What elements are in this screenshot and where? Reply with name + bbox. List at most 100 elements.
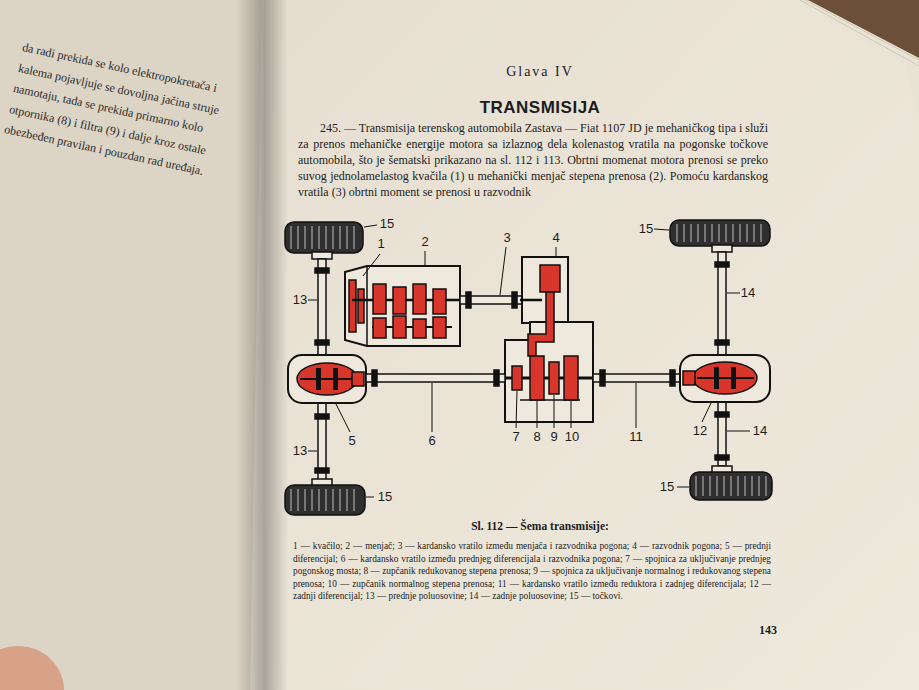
callout-number: 14	[753, 424, 767, 438]
callout-number: 12	[693, 424, 707, 438]
gearbox	[373, 318, 386, 338]
callout-number: 6	[428, 434, 435, 448]
transmission-illustration	[285, 220, 772, 515]
left-page	[0, 0, 268, 690]
front-propeller-shaft	[366, 370, 505, 386]
rear-half-shaft	[715, 455, 729, 460]
callout-number: 2	[421, 235, 428, 249]
leader-line	[432, 383, 433, 432]
callout-number: 15	[660, 480, 674, 494]
right-page	[250, 0, 919, 690]
leader-line	[727, 293, 740, 294]
leader-line	[537, 401, 538, 428]
leader-line	[571, 401, 572, 428]
callout-number: 13	[293, 293, 307, 307]
rear-propeller-shaft	[670, 370, 675, 386]
transfer-case	[549, 362, 559, 394]
rear-top-wheel	[670, 220, 770, 246]
gearbox	[373, 284, 386, 314]
gearbox	[413, 284, 426, 314]
front-differential	[288, 355, 366, 403]
callout-number: 14	[741, 286, 755, 300]
callout-number: 4	[552, 231, 559, 245]
rear-differential	[680, 355, 770, 402]
front-half-shaft	[315, 468, 329, 473]
transfer-case	[520, 299, 542, 302]
rear-top-wheel	[676, 224, 764, 242]
front-top-wheel	[285, 222, 363, 259]
leader-line	[364, 225, 377, 227]
front-propeller-shaft	[494, 370, 499, 386]
transfer-case	[522, 257, 568, 323]
rear-bottom-wheel	[690, 472, 772, 500]
leader-line	[308, 300, 317, 301]
rear-bottom-wheel	[695, 476, 767, 496]
leader-line	[308, 451, 317, 452]
callout-number: 15	[380, 217, 394, 231]
gearbox	[433, 317, 446, 338]
rear-differential	[680, 355, 770, 402]
callout-number: 7	[512, 430, 519, 444]
front-propeller-shaft	[366, 374, 505, 382]
rear-bottom-wheel	[690, 466, 772, 500]
front-half-shaft	[315, 414, 329, 419]
rear-differential	[683, 371, 695, 385]
front-top-wheel	[312, 252, 332, 259]
leader-line	[636, 383, 637, 428]
thumb	[0, 646, 64, 690]
figure-key: 1 — kvačilo; 2 — menjač; 3 — kardansko v…	[293, 540, 771, 603]
transfer-case	[540, 265, 560, 292]
gutter-shadow	[236, 0, 288, 690]
front-half-shaft	[315, 340, 329, 345]
rear-propeller-shaft	[600, 370, 605, 386]
gearbox	[345, 266, 460, 346]
leader-line	[363, 254, 380, 276]
leader-line	[654, 229, 669, 230]
leader-line	[500, 247, 506, 295]
leader-line	[308, 225, 750, 497]
transfer-case	[505, 257, 593, 422]
rear-differential	[693, 362, 757, 394]
front-top-wheel	[285, 222, 363, 253]
rear-half-shaft	[715, 262, 729, 267]
rear-half-shaft	[715, 412, 729, 417]
front-top-wheel	[290, 226, 358, 249]
leader-line	[727, 431, 750, 432]
callout-number: 15	[378, 490, 392, 504]
callout-number: 3	[503, 231, 510, 245]
rear-half-shaft	[715, 340, 729, 345]
leader-line	[556, 247, 557, 256]
propeller-shaft	[460, 292, 522, 308]
gearbox	[349, 280, 356, 332]
body-paragraph: 245. — Transmisija terenskog automobila …	[298, 120, 768, 200]
rear-top-wheel	[670, 220, 770, 252]
front-half-shaft	[315, 268, 329, 273]
front-bottom-wheel	[285, 479, 365, 515]
callout-number: 10	[565, 430, 579, 444]
callout-number: 15	[639, 222, 653, 236]
rear-differential	[697, 377, 754, 379]
front-bottom-wheel	[290, 489, 360, 511]
leader-line	[425, 251, 426, 266]
callout-number: 13	[293, 444, 307, 458]
transfer-case	[520, 399, 580, 401]
gearbox	[358, 289, 364, 323]
page-number: 143	[759, 623, 777, 638]
gearbox	[433, 289, 446, 314]
leader-line	[336, 404, 350, 432]
front-bottom-wheel	[285, 485, 365, 515]
gearbox	[393, 287, 406, 314]
leader-line	[366, 497, 374, 498]
front-differential	[288, 355, 366, 403]
transfer-case	[564, 356, 578, 400]
chapter-title: TRANSMISIJA	[480, 98, 601, 118]
rear-propeller-shaft	[593, 374, 681, 382]
rear-top-wheel	[712, 245, 732, 252]
chapter-number: Glava IV	[506, 64, 574, 80]
callout-number: 9	[550, 430, 557, 444]
transfer-case	[528, 292, 554, 356]
front-differential	[297, 363, 357, 395]
